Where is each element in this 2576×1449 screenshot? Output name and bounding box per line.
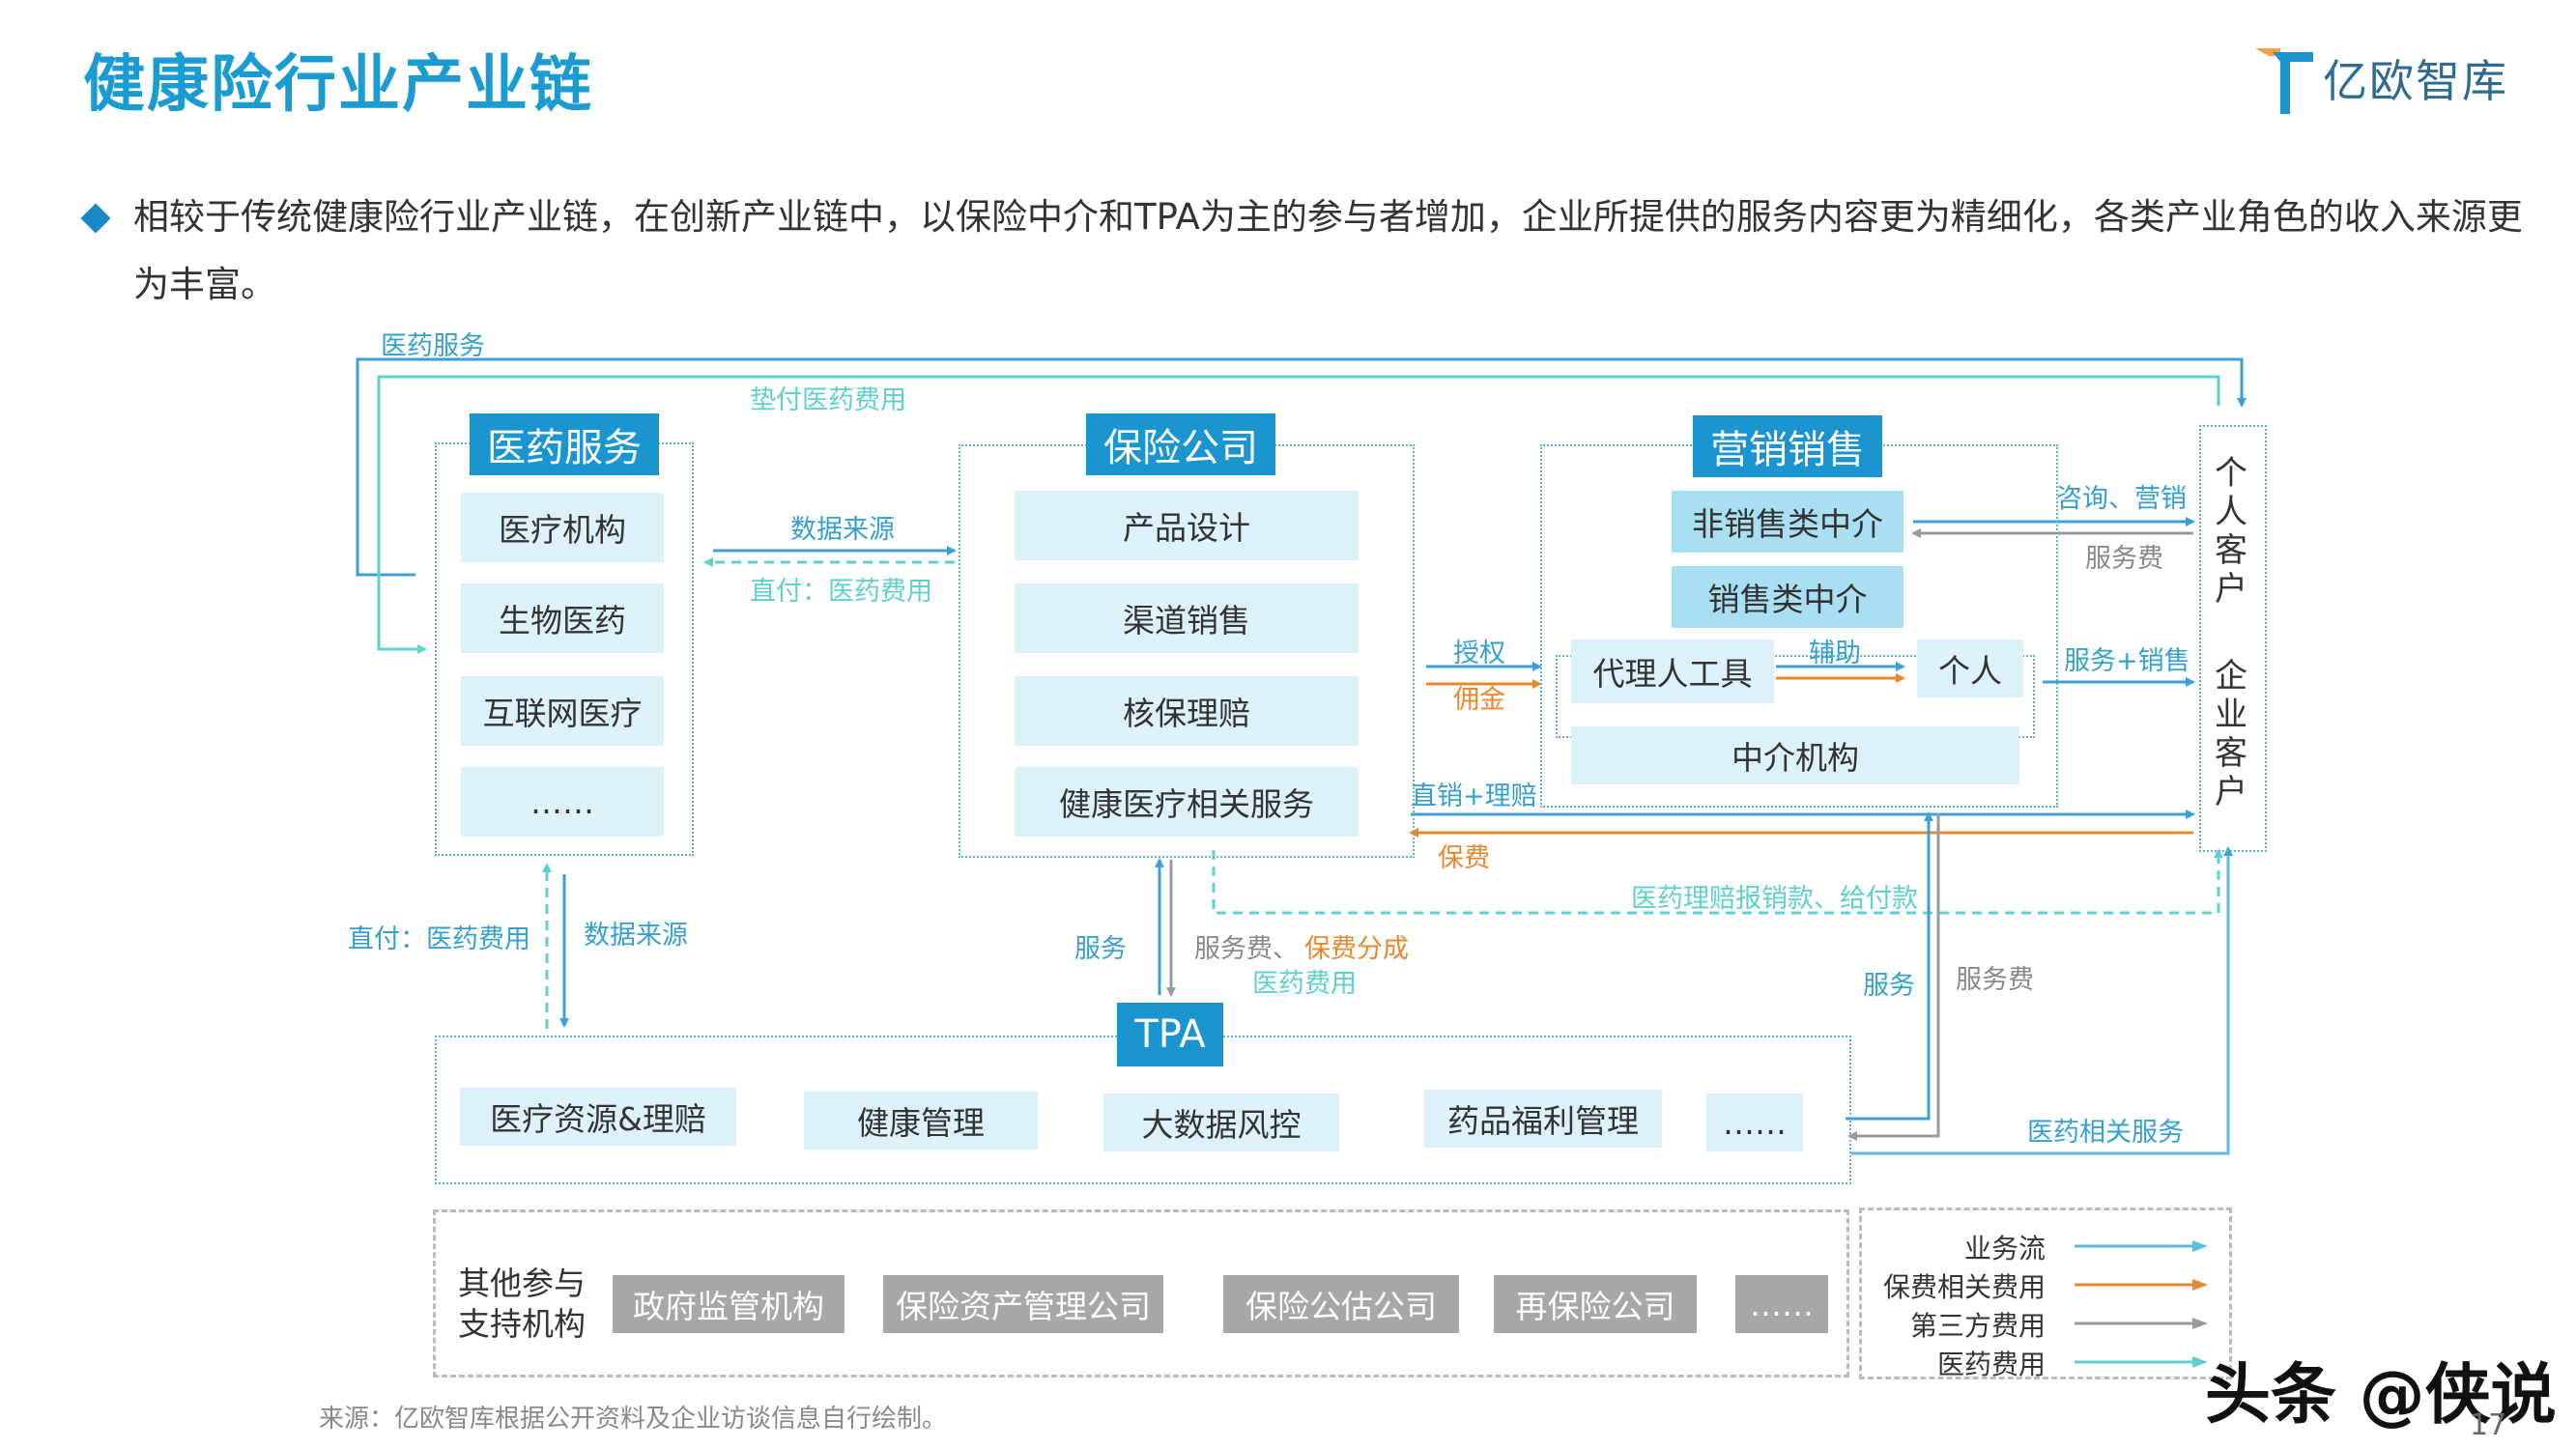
flow-top-advance-fee: [377, 375, 2220, 654]
source-note: 来源：亿欧智库根据公开资料及企业访谈信息自行绘制。: [319, 1405, 948, 1434]
label-medical-related-service: 医药相关服务: [2027, 1118, 2184, 1148]
customer-group: [2199, 425, 2267, 852]
legend-arrow-premium-icon: [2075, 1279, 2208, 1291]
flow-medical-related-service: [1851, 846, 2233, 1155]
marketing-individual: 个人: [1917, 639, 2023, 697]
label-service-tpa: 服务: [1074, 934, 1127, 964]
label-service-fee-tpa: 服务费、: [1194, 934, 1299, 964]
medical-item-hospital: 医疗机构: [461, 493, 664, 562]
enterprise-customer-label: 企业客户: [2215, 657, 2247, 811]
label-direct-claim: 直销+理赔: [1411, 781, 1537, 811]
brand-logo: 亿欧智库: [2251, 35, 2508, 122]
legend-arrow-third-party-icon: [2075, 1318, 2208, 1329]
marketing-agent-tool: 代理人工具: [1571, 639, 1774, 703]
other-item-more: ……: [1735, 1275, 1828, 1333]
label-direct-pay-top: 直付：医药费用: [750, 577, 932, 607]
insurer-item-channel: 渠道销售: [1015, 583, 1359, 653]
label-assist: 辅助: [1809, 639, 1861, 668]
label-reimburse: 医药理赔报销款、给付款: [1631, 884, 1918, 914]
other-item-asset-mgmt: 保险资产管理公司: [883, 1275, 1163, 1333]
insurer-item-health: 健康医疗相关服务: [1015, 767, 1359, 837]
tpa-item-drug-benefit: 药品福利管理: [1424, 1090, 1662, 1148]
flow-service-fee-right2: [1847, 813, 1940, 1141]
label-authorize: 授权: [1453, 639, 1505, 668]
medical-item-biopharma: 生物医药: [461, 583, 664, 653]
label-data-source-bottom: 数据来源: [584, 921, 688, 951]
legend-item-third-party: 第三方费用: [1862, 1305, 2229, 1342]
label-service-fee-right: 服务费: [2085, 544, 2163, 574]
tpa-item-big-data-risk: 大数据风控: [1103, 1094, 1339, 1151]
legend-item-medical: 医药费用: [1862, 1344, 2229, 1380]
tpa-title: TPA: [1117, 1003, 1223, 1066]
insurer-title: 保险公司: [1086, 413, 1275, 475]
legend-arrow-medical-icon: [2075, 1356, 2208, 1368]
legend: 业务流 保费相关费用 第三方费用 医药费用: [1859, 1208, 2232, 1380]
page-title: 健康险行业产业链: [83, 49, 593, 121]
other-participants-label: 其他参与支持机构: [458, 1264, 586, 1343]
label-direct-pay-bottom: 直付：医药费用: [348, 924, 530, 954]
label-service-fee-right2: 服务费: [1956, 965, 2034, 995]
brand-mark-icon: [2255, 48, 2313, 114]
flow-top-medical-service: [356, 357, 2247, 577]
medical-item-internet: 互联网医疗: [461, 676, 664, 746]
medical-item-more: ……: [461, 767, 664, 837]
legend-item-premium: 保费相关费用: [1862, 1266, 2229, 1303]
personal-customer-label: 个人客户: [2215, 454, 2247, 609]
label-service-sales: 服务+销售: [2064, 646, 2190, 676]
label-medical-fee-tpa: 医药费用: [1252, 969, 1357, 999]
label-premium-share: 保费分成: [1304, 934, 1409, 964]
label-data-source-top: 数据来源: [790, 515, 895, 545]
legend-arrow-business-icon: [2075, 1240, 2208, 1252]
other-item-regulator: 政府监管机构: [613, 1275, 844, 1333]
page-number: 17: [2470, 1408, 2507, 1442]
label-consult-marketing: 咨询、营销: [2056, 484, 2187, 514]
legend-item-business: 业务流: [1862, 1228, 2229, 1264]
label-service-right: 服务: [1863, 971, 1915, 1001]
tpa-item-medical-claims: 医疗资源&理赔: [460, 1088, 736, 1146]
label-commission: 佣金: [1453, 685, 1505, 715]
tpa-item-health-management: 健康管理: [804, 1092, 1038, 1150]
medical-service-title: 医药服务: [470, 413, 659, 475]
other-item-assessor: 保险公估公司: [1223, 1275, 1459, 1333]
other-item-reinsurance: 再保险公司: [1494, 1275, 1697, 1333]
watermark: 头条 @侠说: [2205, 1357, 2557, 1434]
label-premium: 保费: [1438, 843, 1490, 873]
insurer-item-underwriting: 核保理赔: [1015, 676, 1359, 746]
summary-paragraph: 相较于传统健康险行业产业链，在创新产业链中，以保险中介和TPA为主的参与者增加，…: [80, 184, 2539, 319]
marketing-agency: 中介机构: [1571, 726, 2019, 784]
marketing-sales-intermediary: 销售类中介: [1672, 566, 1903, 628]
marketing-non-sales-intermediary: 非销售类中介: [1672, 491, 1903, 553]
flow-service-right: [1846, 811, 1933, 1121]
marketing-title: 营销销售: [1693, 415, 1882, 477]
label-top-advance-fee: 垫付医药费用: [750, 385, 906, 415]
other-participants-group: [433, 1209, 1849, 1378]
tpa-item-more: ……: [1706, 1094, 1803, 1151]
flow-reimburse: [1212, 848, 2223, 915]
insurer-item-product: 产品设计: [1015, 491, 1359, 560]
label-top-medical-service: 医药服务: [381, 331, 485, 361]
